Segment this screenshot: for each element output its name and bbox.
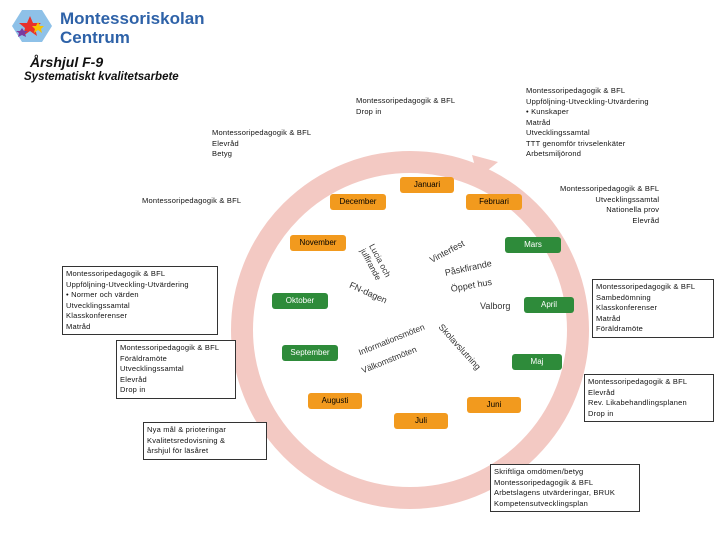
note-line: Montessoripedagogik & BFL	[560, 184, 660, 193]
month-oktober: Oktober	[272, 293, 328, 309]
page-subtitle: Systematiskt kvalitetsarbete	[24, 71, 179, 83]
note-september-left: Montessoripedagogik & BFL Föräldramöte U…	[116, 340, 236, 399]
note-top-center: Montessoripedagogik & BFL Drop in	[356, 96, 455, 117]
note-line: Föräldramöte	[596, 324, 644, 333]
note-line: Utvecklingssamtal	[66, 300, 130, 310]
note-line: Montessoripedagogik & BFL	[356, 96, 456, 105]
note-line: Elevråd	[632, 215, 660, 225]
note-line: Kvalitetsredovisning &	[147, 435, 226, 445]
note-line: Montessoripedagogik & BFL	[494, 477, 594, 487]
month-label: Augusti	[321, 396, 349, 405]
note-line: Skriftliga omdömen/betyg	[494, 467, 584, 476]
note-line: Montessoripedagogik & BFL	[142, 196, 242, 205]
note-line: Montessoripedagogik & BFL	[588, 377, 688, 386]
note-line: • Normer och värden	[66, 290, 139, 299]
month-maj: Maj	[512, 354, 562, 370]
logo-line-1: Montessoriskolan	[60, 9, 205, 28]
month-label: November	[299, 238, 337, 247]
month-januari: Januari	[400, 177, 454, 193]
month-label: September	[290, 348, 330, 357]
month-augusti: Augusti	[308, 393, 362, 409]
month-juli: Juli	[394, 413, 448, 429]
note-line: Kompetensutvecklingsplan	[494, 498, 589, 508]
month-december: December	[330, 194, 386, 210]
month-label: Februari	[479, 197, 509, 206]
logo: Montessoriskolan Centrum	[12, 6, 212, 50]
month-label: Januari	[413, 180, 441, 189]
month-april: April	[524, 297, 574, 313]
note-line: Sambedömning	[596, 292, 651, 302]
note-juni-bottom: Skriftliga omdömen/betyg Montessoripedag…	[490, 464, 640, 512]
note-line: Montessoripedagogik & BFL	[120, 343, 220, 352]
note-line: Drop in	[120, 385, 146, 394]
month-mars: Mars	[505, 237, 561, 253]
month-label: Juni	[486, 400, 502, 409]
note-line: Matråd	[596, 313, 621, 323]
note-line: Betyg	[212, 149, 233, 158]
note-augusti-left: Nya mål & prioteringar Kvalitetsredovisn…	[143, 422, 267, 460]
note-line: Nya mål & prioteringar	[147, 425, 227, 434]
note-line: Utvecklingssamtal	[120, 364, 184, 373]
note-november-left: Montessoripedagogik & BFL Uppföljning-Ut…	[62, 266, 218, 335]
note-line: Montessoripedagogik & BFL	[212, 128, 312, 137]
note-line: Föräldramöte	[120, 353, 168, 363]
month-juni: Juni	[467, 397, 521, 413]
note-line: Montessoripedagogik & BFL	[526, 86, 626, 95]
note-line: Drop in	[588, 408, 614, 418]
note-line: Klasskonferenser	[596, 303, 658, 312]
note-line: årshjul för läsåret	[147, 446, 209, 455]
note-line: Drop in	[356, 106, 382, 116]
month-label: Maj	[530, 357, 544, 366]
note-line: Montessoripedagogik & BFL	[66, 269, 166, 278]
month-label: December	[339, 197, 377, 206]
page-title: Årshjul F-9	[30, 54, 104, 70]
note-line: Elevråd	[120, 374, 147, 384]
note-februari-right: Montessoripedagogik & BFL Utvecklingssam…	[560, 184, 659, 226]
note-line: Matråd	[526, 117, 551, 127]
note-upper-left: Montessoripedagogik & BFL Elevråd Betyg	[212, 128, 311, 160]
logo-line-2: Centrum	[60, 28, 130, 47]
month-februari: Februari	[466, 194, 522, 210]
month-label: Mars	[524, 240, 542, 249]
note-line: Rev. Likabehandlingsplanen	[588, 398, 687, 407]
note-line: Utvecklingssamtal	[595, 194, 660, 204]
note-line: Uppföljning-Utveckling-Utvärdering	[526, 96, 649, 106]
note-top-right: Montessoripedagogik & BFL Uppföljning-Ut…	[526, 86, 649, 160]
note-line: TTT genomför trivselenkäter	[526, 138, 626, 148]
note-line: Elevråd	[588, 387, 615, 397]
note-line: Matråd	[66, 321, 91, 331]
note-line: Utvecklingssamtal	[526, 128, 590, 137]
note-line: Nationella prov	[606, 205, 660, 214]
month-november: November	[290, 235, 346, 251]
month-label: Juli	[414, 416, 427, 425]
note-line: Montessoripedagogik & BFL	[596, 282, 696, 291]
note-maj-right: Montessoripedagogik & BFL Elevråd Rev. L…	[584, 374, 714, 422]
logo-mark-icon	[12, 10, 52, 42]
note-april-right: Montessoripedagogik & BFL Sambedömning K…	[592, 279, 714, 338]
month-label: Oktober	[285, 296, 315, 305]
note-line: • Kunskaper	[526, 107, 569, 116]
month-september: September	[282, 345, 338, 361]
event-valborg: Valborg	[480, 301, 511, 311]
month-label: April	[540, 300, 557, 309]
note-line: Arbetslagens utvärderingar, BRUK	[494, 488, 616, 497]
note-line: Uppföljning-Utveckling-Utvärdering	[66, 279, 189, 289]
note-line: Elevråd	[212, 138, 239, 148]
note-line: Klasskonferenser	[66, 311, 128, 320]
note-december-left: Montessoripedagogik & BFL	[142, 196, 241, 207]
note-line: Arbetsmiljörond	[526, 149, 582, 158]
